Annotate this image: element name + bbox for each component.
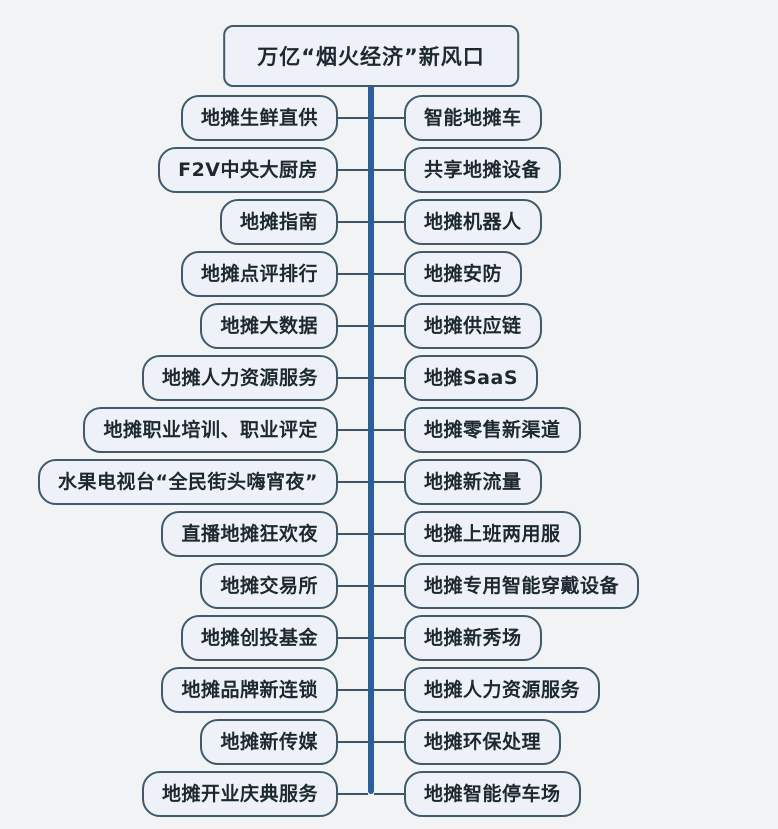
right-node: 地摊零售新渠道 xyxy=(404,407,581,453)
connector-line xyxy=(374,532,404,536)
right-node: 智能地摊车 xyxy=(404,95,542,141)
right-node: 地摊新秀场 xyxy=(404,615,542,661)
connector-line xyxy=(374,740,404,744)
tree-row: 地摊开业庆典服务 地摊智能停车场 xyxy=(0,768,778,820)
connector-line xyxy=(374,324,404,328)
tree-row: 水果电视台“全民街头嗨宵夜” 地摊新流量 xyxy=(0,456,778,508)
right-node: 地摊安防 xyxy=(404,251,523,297)
tree-row: 地摊生鲜直供 智能地摊车 xyxy=(0,92,778,144)
left-node: 地摊点评排行 xyxy=(180,251,338,297)
connector-line xyxy=(338,584,368,588)
connector-line xyxy=(338,324,368,328)
connector-line xyxy=(374,220,404,224)
left-node: 地摊新传媒 xyxy=(200,719,338,765)
left-node: 地摊生鲜直供 xyxy=(180,95,338,141)
tree-row: 地摊职业培训、职业评定 地摊零售新渠道 xyxy=(0,404,778,456)
right-node: 地摊智能停车场 xyxy=(404,771,581,817)
root-title: 万亿“烟火经济”新风口 xyxy=(223,25,519,87)
tree-row: 地摊指南 地摊机器人 xyxy=(0,196,778,248)
connector-line xyxy=(338,532,368,536)
connector-line xyxy=(338,636,368,640)
connector-line xyxy=(338,220,368,224)
tree-row: 地摊品牌新连锁 地摊人力资源服务 xyxy=(0,664,778,716)
connector-line xyxy=(374,584,404,588)
tree-row: 直播地摊狂欢夜 地摊上班两用服 xyxy=(0,508,778,560)
tree-spine xyxy=(368,80,374,794)
right-node: 共享地摊设备 xyxy=(404,147,562,193)
left-node: 直播地摊狂欢夜 xyxy=(161,511,338,557)
connector-line xyxy=(374,116,404,120)
right-node: 地摊供应链 xyxy=(404,303,542,349)
tree-row: 地摊创投基金 地摊新秀场 xyxy=(0,612,778,664)
left-node: 地摊开业庆典服务 xyxy=(141,771,338,817)
tree-row: F2V中央大厨房 共享地摊设备 xyxy=(0,144,778,196)
connector-line xyxy=(338,480,368,484)
left-node: 地摊指南 xyxy=(219,199,338,245)
connector-line xyxy=(374,272,404,276)
tree-rows: 地摊生鲜直供 智能地摊车 F2V中央大厨房 共享地摊设备 地摊指南 地摊机器人 … xyxy=(0,92,778,820)
connector-line xyxy=(338,740,368,744)
left-node: 水果电视台“全民街头嗨宵夜” xyxy=(38,459,338,505)
left-node: 地摊品牌新连锁 xyxy=(161,667,338,713)
connector-line xyxy=(374,688,404,692)
right-node: 地摊SaaS xyxy=(404,355,539,401)
tree-row: 地摊大数据 地摊供应链 xyxy=(0,300,778,352)
connector-line xyxy=(338,116,368,120)
connector-line xyxy=(374,428,404,432)
right-node: 地摊上班两用服 xyxy=(404,511,581,557)
left-node: 地摊人力资源服务 xyxy=(141,355,338,401)
connector-line xyxy=(374,376,404,380)
connector-line xyxy=(374,792,404,796)
connector-line xyxy=(338,428,368,432)
connector-line xyxy=(338,168,368,172)
right-node: 地摊专用智能穿戴设备 xyxy=(404,563,640,609)
connector-line xyxy=(338,272,368,276)
right-node: 地摊人力资源服务 xyxy=(404,667,601,713)
right-node: 地摊新流量 xyxy=(404,459,542,505)
left-node: 地摊职业培训、职业评定 xyxy=(83,407,338,453)
tree-row: 地摊人力资源服务 地摊SaaS xyxy=(0,352,778,404)
left-node: 地摊交易所 xyxy=(200,563,338,609)
tree-row: 地摊交易所 地摊专用智能穿戴设备 xyxy=(0,560,778,612)
tree-row: 地摊新传媒 地摊环保处理 xyxy=(0,716,778,768)
connector-line xyxy=(338,792,368,796)
right-node: 地摊环保处理 xyxy=(404,719,562,765)
tree-row: 地摊点评排行 地摊安防 xyxy=(0,248,778,300)
connector-line xyxy=(338,688,368,692)
connector-line xyxy=(338,376,368,380)
right-node: 地摊机器人 xyxy=(404,199,542,245)
left-node: 地摊创投基金 xyxy=(180,615,338,661)
left-node: F2V中央大厨房 xyxy=(158,147,338,193)
left-node: 地摊大数据 xyxy=(200,303,338,349)
connector-line xyxy=(374,636,404,640)
connector-line xyxy=(374,480,404,484)
connector-line xyxy=(374,168,404,172)
